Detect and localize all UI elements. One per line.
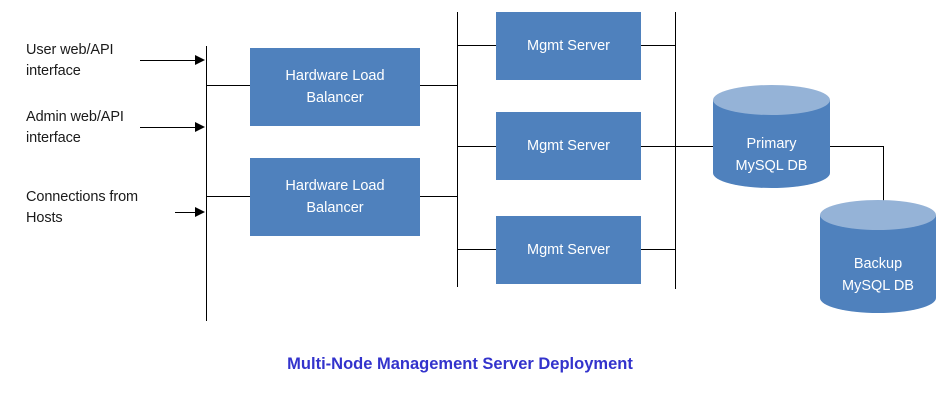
arrow-line-user-web-api: [140, 60, 198, 61]
node-primary-mysql-db[interactable]: Primary MySQL DB: [713, 85, 830, 188]
connector-server-1-to-db-bus: [641, 45, 676, 46]
connector-mgmt-bus-to-server-1: [457, 45, 497, 46]
backup-db-label: Backup MySQL DB: [842, 256, 914, 294]
connector-lb-2-to-mgmt-bus: [420, 196, 458, 197]
connector-primary-to-backup-horizontal: [830, 146, 884, 147]
node-hardware-load-balancer-1[interactable]: Hardware Load Balancer: [250, 48, 420, 126]
connector-server-3-to-db-bus: [641, 249, 676, 250]
connector-primary-to-backup-vertical: [883, 146, 884, 213]
connector-db-bus-to-primary-db: [675, 146, 720, 147]
node-hardware-load-balancer-2[interactable]: Hardware Load Balancer: [250, 158, 420, 236]
arrow-line-connections-from-hosts: [175, 212, 198, 213]
backup-db-cylinder-top: [820, 200, 936, 230]
input-label-admin-web-api: Admin web/API interface: [26, 109, 124, 146]
connector-mgmt-bus-to-server-2: [457, 146, 497, 147]
connector-ingress-to-lb-1: [206, 85, 251, 86]
input-label-user-web-api: User web/API interface: [26, 42, 114, 79]
diagram-caption: Multi-Node Management Server Deployment: [287, 355, 633, 373]
arrow-line-admin-web-api: [140, 127, 198, 128]
node-mgmt-server-3[interactable]: Mgmt Server: [496, 216, 641, 284]
mgmt-left-bus-line: [457, 12, 458, 287]
arrow-head-connections-from-hosts: [195, 207, 205, 217]
ingress-bus-line: [206, 46, 207, 321]
connector-mgmt-bus-to-server-3: [457, 249, 497, 250]
connector-lb-1-to-mgmt-bus: [420, 85, 458, 86]
arrow-head-admin-web-api: [195, 122, 205, 132]
node-mgmt-server-1[interactable]: Mgmt Server: [496, 12, 641, 80]
primary-db-label: Primary MySQL DB: [735, 136, 808, 174]
node-backup-mysql-db[interactable]: Backup MySQL DB: [820, 200, 936, 313]
arrow-head-user-web-api: [195, 55, 205, 65]
db-bus-line: [675, 12, 676, 289]
node-mgmt-server-2[interactable]: Mgmt Server: [496, 112, 641, 180]
input-label-connections-from-hosts: Connections from Hosts: [26, 189, 139, 226]
primary-db-cylinder-top: [713, 85, 830, 115]
connector-server-2-to-db-bus: [641, 146, 676, 147]
connector-ingress-to-lb-2: [206, 196, 251, 197]
